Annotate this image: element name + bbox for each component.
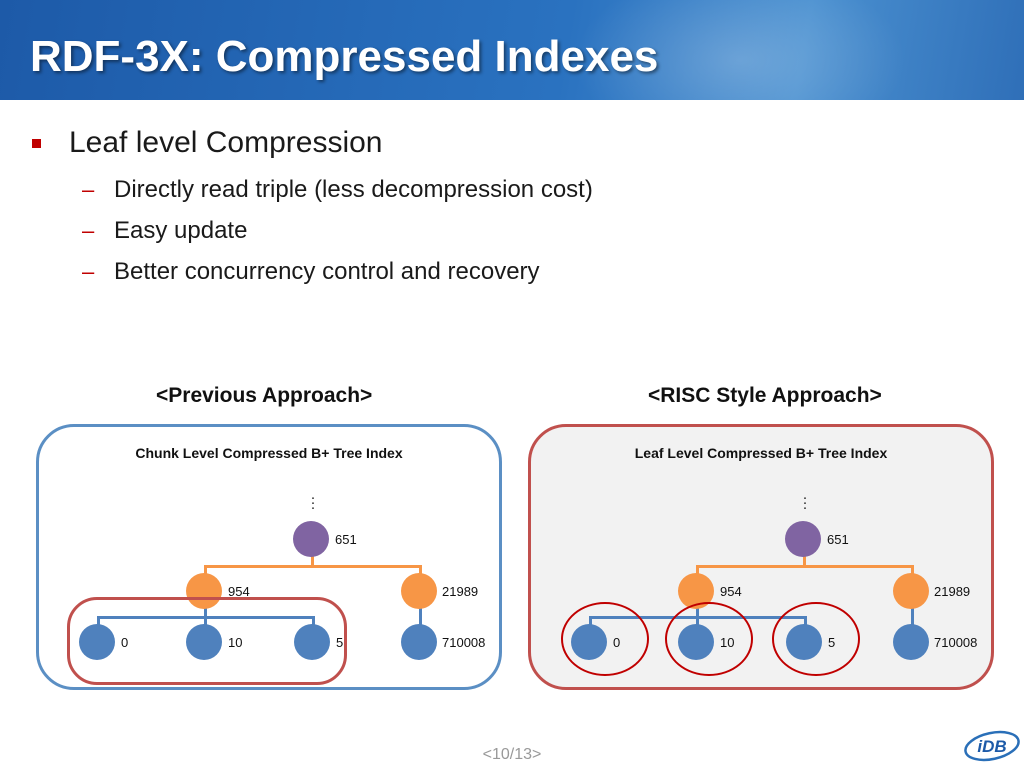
risc-approach-heading: <RISC Style Approach>	[648, 384, 882, 407]
subbullet-3: – Better concurrency control and recover…	[82, 258, 540, 286]
bullet-text: Leaf level Compression	[69, 126, 383, 159]
connector	[97, 616, 100, 628]
previous-approach-panel: Chunk Level Compressed B+ Tree Index ···…	[36, 424, 502, 690]
mid-node-left	[186, 573, 222, 609]
subbullet-text: Directly read triple (less decompression…	[114, 176, 593, 203]
node-label: 5	[336, 635, 344, 650]
node-label: 710008	[442, 635, 486, 650]
square-bullet-icon	[32, 138, 41, 148]
ellipsis-icon: ···	[310, 489, 316, 516]
connector	[204, 616, 207, 628]
connector	[696, 565, 699, 577]
connector	[419, 607, 422, 627]
connector	[204, 607, 207, 619]
bullet-leaf-level-compression: Leaf level Compression	[32, 126, 383, 160]
dash-bullet-icon: –	[82, 259, 95, 284]
node-label: 710008	[934, 635, 978, 650]
previous-approach-heading: <Previous Approach>	[156, 384, 373, 407]
risc-approach-panel: Leaf Level Compressed B+ Tree Index ··· …	[528, 424, 994, 690]
leaf-node	[893, 624, 929, 660]
connector	[911, 565, 914, 577]
node-label: 954	[228, 584, 250, 599]
page-number: <10/13>	[482, 746, 542, 763]
idb-logo: iDB	[964, 730, 1020, 762]
node-label: 651	[827, 532, 849, 547]
logo-text: iDB	[977, 737, 1006, 756]
leaf-node	[79, 624, 115, 660]
leaf-node	[186, 624, 222, 660]
subbullet-2: – Easy update	[82, 217, 247, 245]
connector	[204, 565, 207, 577]
root-node	[785, 521, 821, 557]
node-label: 21989	[934, 584, 971, 599]
mid-node-right	[893, 573, 929, 609]
node-label: 954	[720, 584, 742, 599]
chunk-highlight-ring	[67, 597, 347, 685]
connector	[311, 555, 314, 567]
leaf-highlight-ring	[665, 602, 753, 676]
leaf-node	[401, 624, 437, 660]
subbullet-text: Better concurrency control and recovery	[114, 258, 540, 285]
node-label: 651	[335, 532, 357, 547]
connector	[312, 616, 315, 628]
leaf-highlight-ring	[772, 602, 860, 676]
title-bar: RDF-3X: Compressed Indexes	[0, 0, 1024, 100]
subbullet-1: – Directly read triple (less decompressi…	[82, 176, 593, 204]
panel-title: Leaf Level Compressed B+ Tree Index	[634, 445, 888, 461]
connector	[204, 565, 422, 568]
node-label: 21989	[442, 584, 479, 599]
connector	[911, 607, 914, 627]
mid-node-right	[401, 573, 437, 609]
leaf-highlight-ring	[561, 602, 649, 676]
root-node	[293, 521, 329, 557]
dash-bullet-icon: –	[82, 218, 95, 243]
dash-bullet-icon: –	[82, 177, 95, 202]
panel-title: Chunk Level Compressed B+ Tree Index	[135, 445, 403, 461]
node-label: 10	[228, 635, 243, 650]
slide-title: RDF-3X: Compressed Indexes	[30, 32, 659, 81]
connector	[696, 565, 914, 568]
leaf-node	[294, 624, 330, 660]
connector	[419, 565, 422, 577]
subbullet-text: Easy update	[114, 217, 248, 244]
connector	[803, 555, 806, 567]
node-label: 0	[121, 635, 129, 650]
ellipsis-icon: ···	[802, 489, 808, 516]
